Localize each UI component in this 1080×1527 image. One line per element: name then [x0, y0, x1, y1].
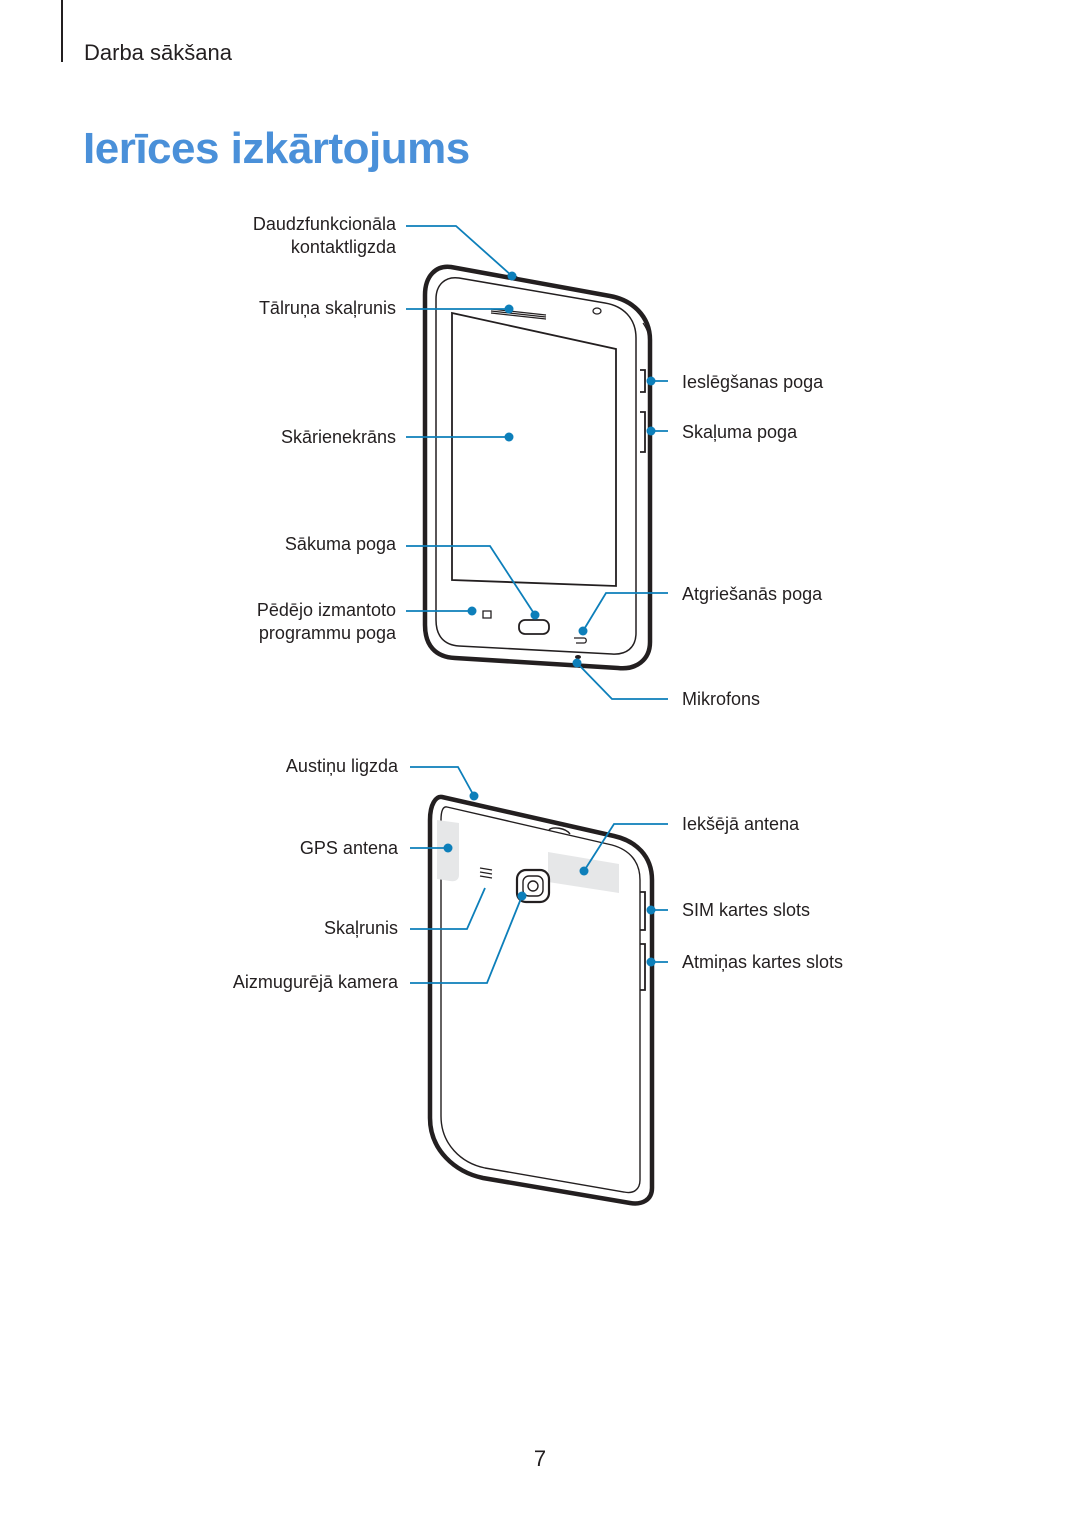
volume-key [640, 411, 646, 453]
label-earpiece: Tālruņa skaļrunis [258, 298, 396, 318]
page-title: Ierīces izkārtojums [83, 124, 470, 173]
front-callouts [406, 225, 668, 700]
recent-apps-key [482, 610, 492, 619]
label-volume-button: Skaļuma poga [682, 422, 798, 442]
label-sim-slot: SIM kartes slots [682, 900, 811, 920]
label-microphone: Mikrofons [682, 689, 761, 709]
label-home-button: Sākuma poga [284, 534, 396, 554]
speaker-holes [479, 867, 493, 879]
label-recent-apps-button: Pēdējo izmantoto programmu poga [256, 600, 396, 643]
label-touchscreen: Skārienekrāns [280, 427, 396, 447]
back-callouts [410, 766, 668, 984]
label-internal-antenna: Iekšējā antena [682, 814, 800, 834]
front-callout-dots [467, 271, 656, 668]
page-number: 7 [533, 1446, 547, 1471]
label-gps-antenna: GPS antena [299, 838, 398, 858]
back-key [574, 637, 587, 644]
back-callout-dots [443, 791, 656, 967]
touchscreen-area [451, 311, 617, 587]
rear-camera-module [515, 868, 551, 904]
section-title: Darba sākšana [84, 40, 232, 65]
home-button [518, 619, 550, 635]
section-rule [61, 0, 63, 62]
label-headset-jack: Austiņu ligzda [285, 756, 398, 776]
label-rear-camera: Aizmugurējā kamera [232, 972, 398, 992]
tablet-back [427, 794, 655, 1206]
label-power-button: Ieslēgšanas poga [682, 372, 824, 392]
tablet-front [422, 264, 653, 671]
power-key [640, 369, 646, 393]
label-back-button: Atgriešanās poga [682, 584, 823, 604]
earpiece-grille [490, 308, 547, 320]
label-multipurpose-jack: Daudzfunkcionāla kontaktligzda [252, 214, 396, 257]
label-memory-card-slot: Atmiņas kartes slots [682, 952, 844, 972]
label-speaker: Skaļrunis [323, 918, 398, 938]
